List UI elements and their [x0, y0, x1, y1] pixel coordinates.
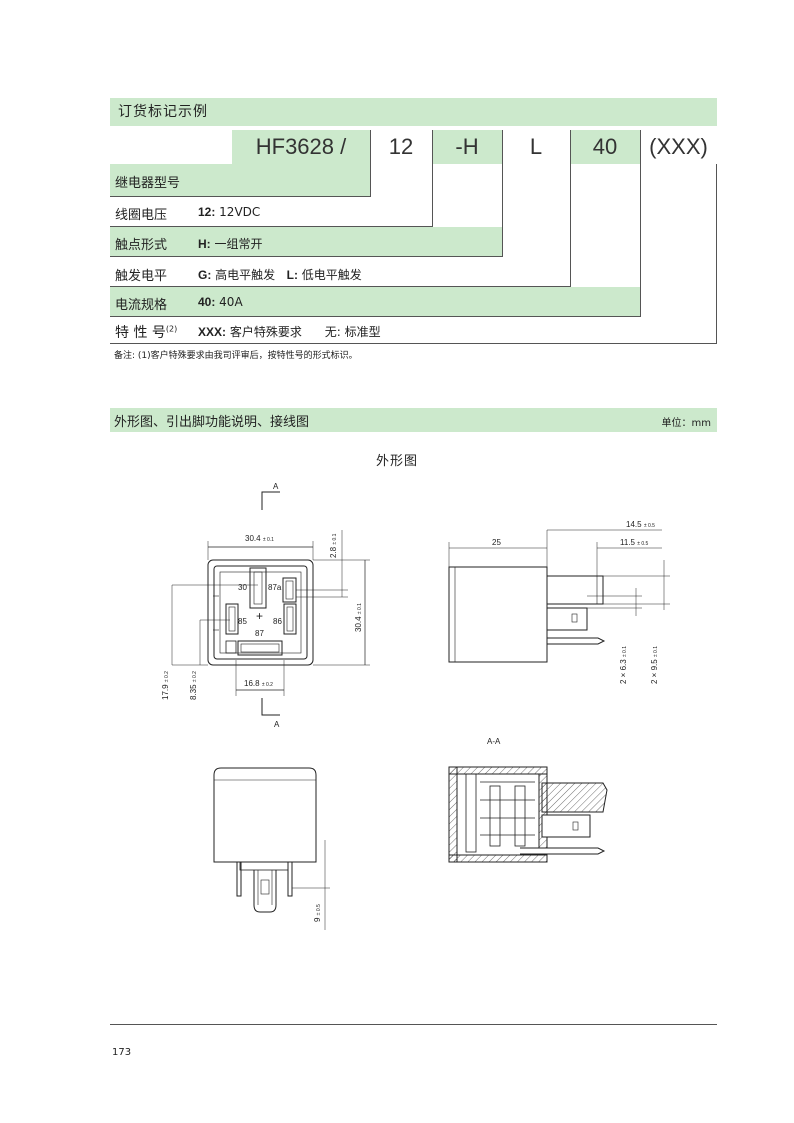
dim-pin-offset-2: 8.35 ± 0.2	[189, 671, 198, 700]
footer-rule	[110, 1024, 717, 1025]
section-mark-bottom	[261, 698, 280, 716]
unit-label: 单位：mm	[661, 418, 711, 429]
pin-label-30: 30	[238, 583, 247, 592]
bottom-housing	[213, 767, 317, 863]
label-trigger: 触发电平	[115, 269, 168, 284]
dim-terminal-6-3: 2 × 6.3 ± 0.1	[619, 646, 628, 684]
row-line	[110, 226, 432, 227]
row-vline	[432, 130, 433, 227]
page-number: 173	[112, 1047, 132, 1058]
pin-label-87: 87	[255, 629, 264, 638]
side-terminal-lower	[546, 607, 588, 631]
row-vline	[640, 130, 641, 317]
bottom-right-pin	[287, 861, 293, 897]
dim-pin-span: 16.8 ± 0.2	[244, 679, 273, 688]
row-vline	[570, 130, 571, 287]
row-band-contact	[110, 227, 502, 256]
section-terminal-coil	[520, 847, 606, 855]
section-view-label: A-A	[487, 737, 501, 746]
value-trigger: G: 高电平触发 L: 低电平触发	[198, 268, 362, 282]
pin-slot-86	[283, 603, 297, 635]
label-voltage: 线圈电压	[115, 208, 168, 223]
ordering-header: 订货标记示例	[110, 98, 717, 126]
bottom-left-pin	[236, 861, 242, 897]
side-terminal-upper	[546, 575, 604, 605]
code-special: (XXX)	[649, 134, 708, 159]
code-model: HF3628 /	[232, 130, 370, 164]
pin-label-85: 85	[238, 617, 247, 626]
housing-inner	[213, 565, 308, 660]
pin-slot-87	[237, 640, 283, 656]
section-label-top: A	[273, 482, 279, 491]
section-terminal-lower	[541, 814, 591, 838]
section-terminal-upper	[541, 782, 608, 813]
drawing-title: 外形图	[375, 454, 418, 469]
row-line	[110, 316, 640, 317]
side-view	[448, 529, 670, 663]
front-view	[171, 491, 370, 716]
dim-terminal-offset: 11.5 ± 0.5	[620, 538, 649, 547]
row-line	[110, 256, 502, 257]
section-label-bottom: A	[274, 720, 280, 729]
dim-terminal-9-5: 2 × 9.5 ± 0.1	[650, 646, 659, 684]
section-view	[448, 766, 608, 863]
dim-terminal-length: 14.5 ± 0.5	[626, 520, 655, 529]
dim-top-offset: 2.8 ± 0.1	[329, 533, 338, 558]
row-vline	[502, 130, 503, 257]
ordering-note: 备注: (1)客户特殊要求由我司评审后，按特性号的形式标识。	[114, 351, 358, 361]
value-special: XXX: 客户特殊要求 无: 标准型	[198, 325, 381, 339]
label-model: 继电器型号	[115, 176, 181, 191]
outline-header: 外形图、引出脚功能说明、接线图 单位：mm	[110, 408, 717, 432]
side-housing	[448, 566, 548, 663]
row-line	[110, 343, 717, 344]
pin-label-86: 86	[273, 617, 282, 626]
code-contact: -H	[432, 130, 502, 164]
side-terminal-coil	[547, 637, 606, 645]
outline-title: 外形图、引出脚功能说明、接线图	[114, 415, 310, 430]
pin-slot-85	[225, 603, 239, 635]
dim-pin-length: 9 ± 0.5	[313, 904, 322, 922]
dim-height-value: 30.4 ± 0.1	[354, 603, 363, 632]
ordering-title: 订货标记示例	[118, 104, 208, 120]
pin-slot-30	[249, 567, 267, 609]
value-current: 40: 40A	[198, 295, 243, 309]
dim-side-width: 25	[492, 538, 501, 547]
pin-label-87a: 87a	[268, 583, 282, 592]
value-contact: H: 一组常开	[198, 237, 263, 251]
code-trigger: L	[529, 134, 543, 159]
row-band-model	[110, 164, 370, 196]
code-voltage: 12	[388, 134, 414, 159]
label-current: 电流规格	[115, 298, 168, 313]
center-mark: +	[256, 609, 263, 623]
section-mark-top	[261, 491, 280, 510]
value-voltage: 12: 12VDC	[198, 205, 261, 219]
label-contact: 触点形式	[115, 238, 168, 253]
row-band-current	[110, 287, 640, 316]
dim-pin-offset-1: 17.9 ± 0.2	[161, 671, 170, 700]
bottom-view	[213, 767, 330, 930]
housing-outer	[207, 559, 314, 666]
label-special: 特 性 号(2)	[115, 324, 178, 341]
row-line	[110, 196, 370, 197]
dim-width-value: 30.4 ± 0.1	[245, 534, 274, 543]
row-vline	[370, 130, 371, 197]
pin-slot-87a	[282, 577, 297, 603]
row-line	[110, 286, 570, 287]
bottom-center-pin	[253, 870, 277, 913]
row-vline	[716, 164, 717, 344]
code-current: 40	[570, 130, 640, 164]
